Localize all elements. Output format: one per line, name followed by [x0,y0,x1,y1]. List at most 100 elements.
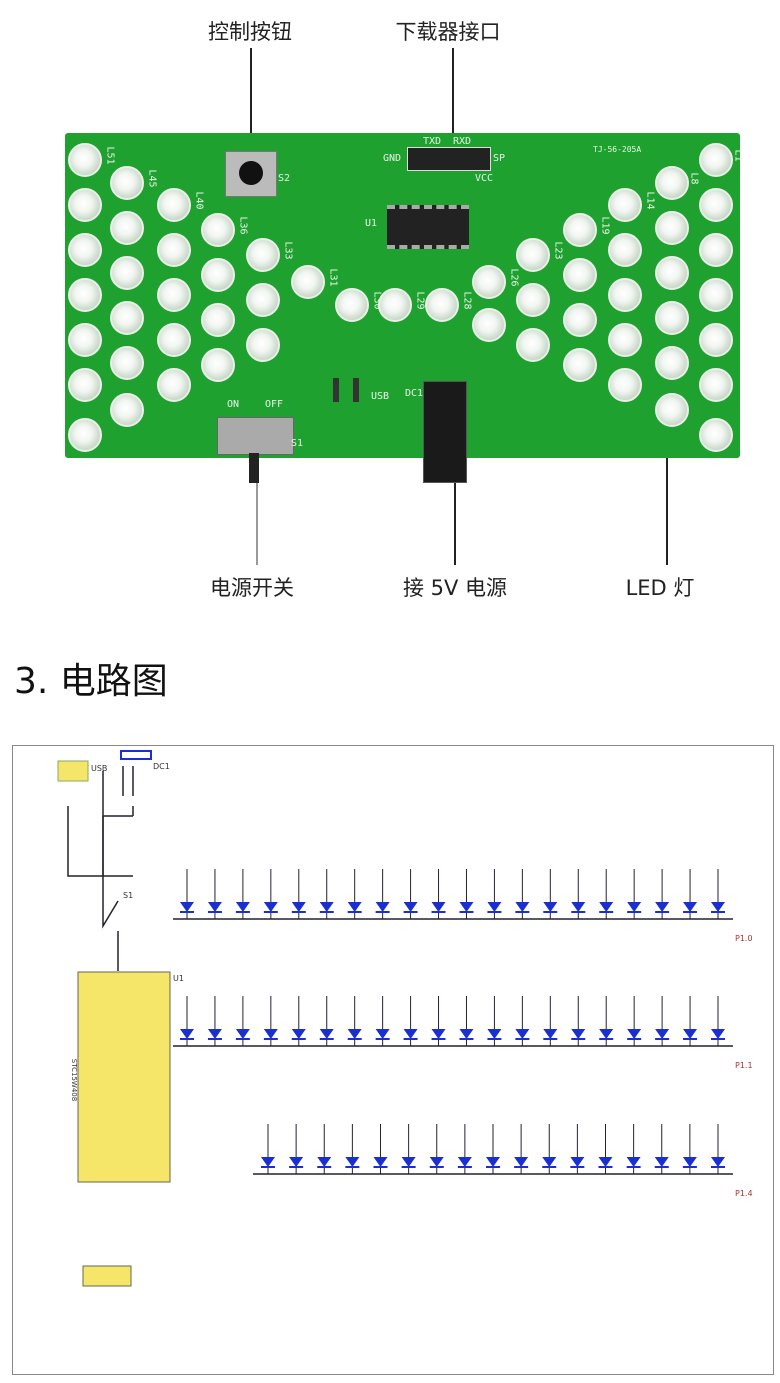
led-diode-symbol [599,1029,614,1039]
label-s1: S1 [123,891,134,900]
led-diode-symbol [487,1029,502,1039]
mcu-u1-symbol [77,971,171,1183]
led-diode-symbol [401,1157,416,1167]
led-diode-symbol [598,1157,613,1167]
dc-jack [423,381,467,483]
led-diode-symbol [291,1029,306,1039]
led-diode-symbol [683,902,698,912]
led-diode-symbol [263,902,278,912]
led-diode-symbol [431,1029,446,1039]
led [655,256,689,290]
led-diode-symbol [711,1157,725,1167]
led-diode-symbol [459,902,474,912]
led-diode-symbol [403,1029,418,1039]
callout-5v-power: 接 5V 电源 [402,576,508,600]
led-diode-symbol [431,902,446,912]
led-label: L29 [414,291,426,310]
led-label: L31 [327,268,339,287]
callout-control-button: 控制按钮 [208,20,292,44]
label-u1: U1 [365,218,378,229]
label-p14: P1.4 [735,1189,753,1198]
led [68,323,102,357]
led [699,368,733,402]
led-diode-symbol [543,902,558,912]
callout-power-switch: 电源开关 [210,576,294,600]
led [472,308,506,342]
led-label: L45 [146,169,158,188]
usb-pad [353,378,359,402]
led-diode-symbol [319,902,334,912]
dc1-jack-symbol [120,750,152,760]
led [699,188,733,222]
led [516,238,550,272]
led-label: L40 [193,191,205,210]
led [110,211,144,245]
led-diode-symbol [291,902,306,912]
led-label: L23 [552,241,564,260]
led-diode-symbol [654,1157,669,1167]
led-diode-symbol [571,902,586,912]
led [246,283,280,317]
led-diode-symbol [682,1157,697,1167]
led-diode-symbol [345,1157,360,1167]
led [157,323,191,357]
led [110,256,144,290]
led-diode-symbol [542,1157,557,1167]
label-off: OFF [265,399,284,410]
pcb-photo: S2 TXD RXD GND SP VCC TJ-56-205A U1 ON O… [65,133,744,483]
switch-lever [249,453,259,483]
tact-switch-s2 [225,151,277,197]
led-diode-symbol [627,1029,642,1039]
label-p11: P1.1 [735,1061,753,1070]
led-label: L19 [599,216,611,235]
led-diode-symbol [655,1029,670,1039]
led [655,301,689,335]
led-diode-symbol [655,902,670,912]
led [110,393,144,427]
led [201,348,235,382]
led [68,188,102,222]
led [699,143,733,177]
led-diode-symbol [375,902,390,912]
led-diode-symbol [319,1029,334,1039]
led [201,213,235,247]
led-diode-symbol [373,1157,388,1167]
slide-switch-s1 [217,417,294,455]
callout-line [452,48,454,148]
label-on: ON [227,399,240,410]
led [335,288,369,322]
label-dc1: DC1 [405,388,424,399]
led [516,328,550,362]
led [246,328,280,362]
led-diode-symbol [235,902,250,912]
led [608,368,642,402]
led-diode-symbol [711,902,725,912]
led [425,288,459,322]
led [68,278,102,312]
callout-led: LED 灯 [625,576,695,600]
led [563,348,597,382]
led [655,393,689,427]
led [608,323,642,357]
led-diode-symbol [683,1029,698,1039]
led [563,213,597,247]
label-dc1: DC1 [153,762,170,771]
led-diode-symbol [235,1029,250,1039]
led [378,288,412,322]
led [608,278,642,312]
led-diode-symbol [515,1029,530,1039]
label-sp: SP [493,153,506,164]
mcu-chip-u1 [387,205,469,249]
led [655,211,689,245]
label-usb: USB [371,391,390,402]
led-diode-symbol [457,1157,472,1167]
led-label: L26 [508,268,520,287]
led-diode-symbol [261,1157,275,1167]
led-diode-symbol [627,902,642,912]
label-s1: S1 [291,438,304,449]
usb-pad [333,378,339,402]
led-diode-symbol [289,1157,304,1167]
led-diode-symbol [571,1029,586,1039]
led [699,323,733,357]
led [68,418,102,452]
